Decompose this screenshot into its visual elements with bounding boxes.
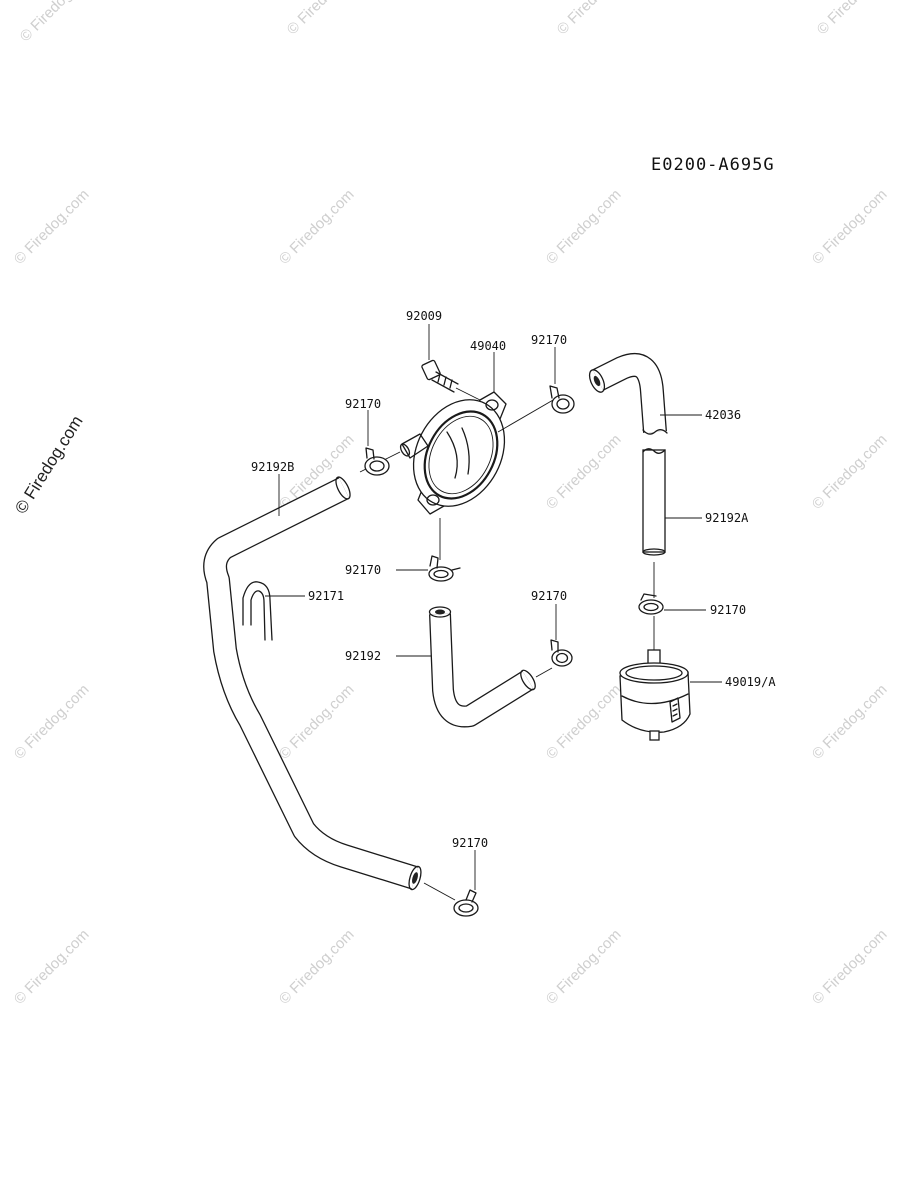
watermark: © Firedog.com bbox=[809, 681, 891, 763]
label-clamp-pump-left: 92170 bbox=[345, 397, 381, 411]
watermark: © Firedog.com bbox=[543, 431, 625, 513]
watermark: © Firedog.com bbox=[276, 926, 358, 1008]
label-clip: 92171 bbox=[308, 589, 344, 603]
watermark: © Firedog.com bbox=[543, 926, 625, 1008]
label-hose-straight-right: 92192A bbox=[705, 511, 749, 525]
watermark: © Firedog.com bbox=[809, 186, 891, 268]
watermark: © Firedog.com bbox=[276, 186, 358, 268]
label-fuel-filter: 49019/A bbox=[725, 675, 776, 689]
hose-long-left bbox=[203, 476, 422, 891]
clamp-bottom bbox=[423, 882, 479, 917]
fuel-filter bbox=[619, 649, 691, 741]
label-clamp-center: 92170 bbox=[531, 589, 567, 603]
watermark: © Firedog.com bbox=[17, 0, 99, 45]
clamp-pump-left bbox=[364, 447, 390, 476]
leader-lines bbox=[278, 324, 722, 890]
clamp-pump-right bbox=[549, 385, 575, 414]
part-labels: 92009 49040 92170 92170 42036 92192B 921… bbox=[251, 309, 776, 850]
label-fuel-pump: 49040 bbox=[470, 339, 506, 353]
label-clamp-pump-right: 92170 bbox=[531, 333, 567, 347]
watermark: © Firedog.com bbox=[11, 186, 93, 268]
label-hose-elbow-top: 42036 bbox=[705, 408, 741, 422]
watermark: © Firedog.com bbox=[543, 681, 625, 763]
watermark: © Firedog.com bbox=[809, 926, 891, 1008]
watermark: © Firedog.com bbox=[11, 926, 93, 1008]
clip bbox=[242, 581, 305, 641]
label-hose-center: 92192 bbox=[345, 649, 381, 663]
clamp-center bbox=[535, 639, 573, 678]
clamp-pump-bottom bbox=[428, 555, 461, 582]
fuel-pump bbox=[359, 391, 561, 560]
watermark: © Firedog.com bbox=[276, 681, 358, 763]
label-hose-long-left: 92192B bbox=[251, 460, 294, 474]
watermark: © Firedog.com bbox=[11, 681, 93, 763]
watermark: © Firedog.com bbox=[814, 0, 896, 38]
watermark: © Firedog.com bbox=[809, 431, 891, 513]
bolt bbox=[421, 359, 481, 401]
clamp-filter-top bbox=[638, 593, 664, 615]
label-clamp-bottom: 92170 bbox=[452, 836, 488, 850]
hose-center bbox=[428, 606, 536, 728]
watermark: © Firedog.com bbox=[554, 0, 636, 38]
label-clamp-pump-bottom: 92170 bbox=[345, 563, 381, 577]
hose-straight-right bbox=[642, 448, 666, 556]
label-clamp-filter-top: 92170 bbox=[710, 603, 746, 617]
watermark: © Firedog.com bbox=[543, 186, 625, 268]
diagram-code: E0200-A695G bbox=[651, 155, 775, 175]
hose-elbow-top bbox=[588, 353, 668, 435]
side-watermark: © Firedog.com bbox=[11, 412, 86, 517]
label-bolt: 92009 bbox=[406, 309, 442, 323]
watermark: © Firedog.com bbox=[284, 0, 366, 38]
